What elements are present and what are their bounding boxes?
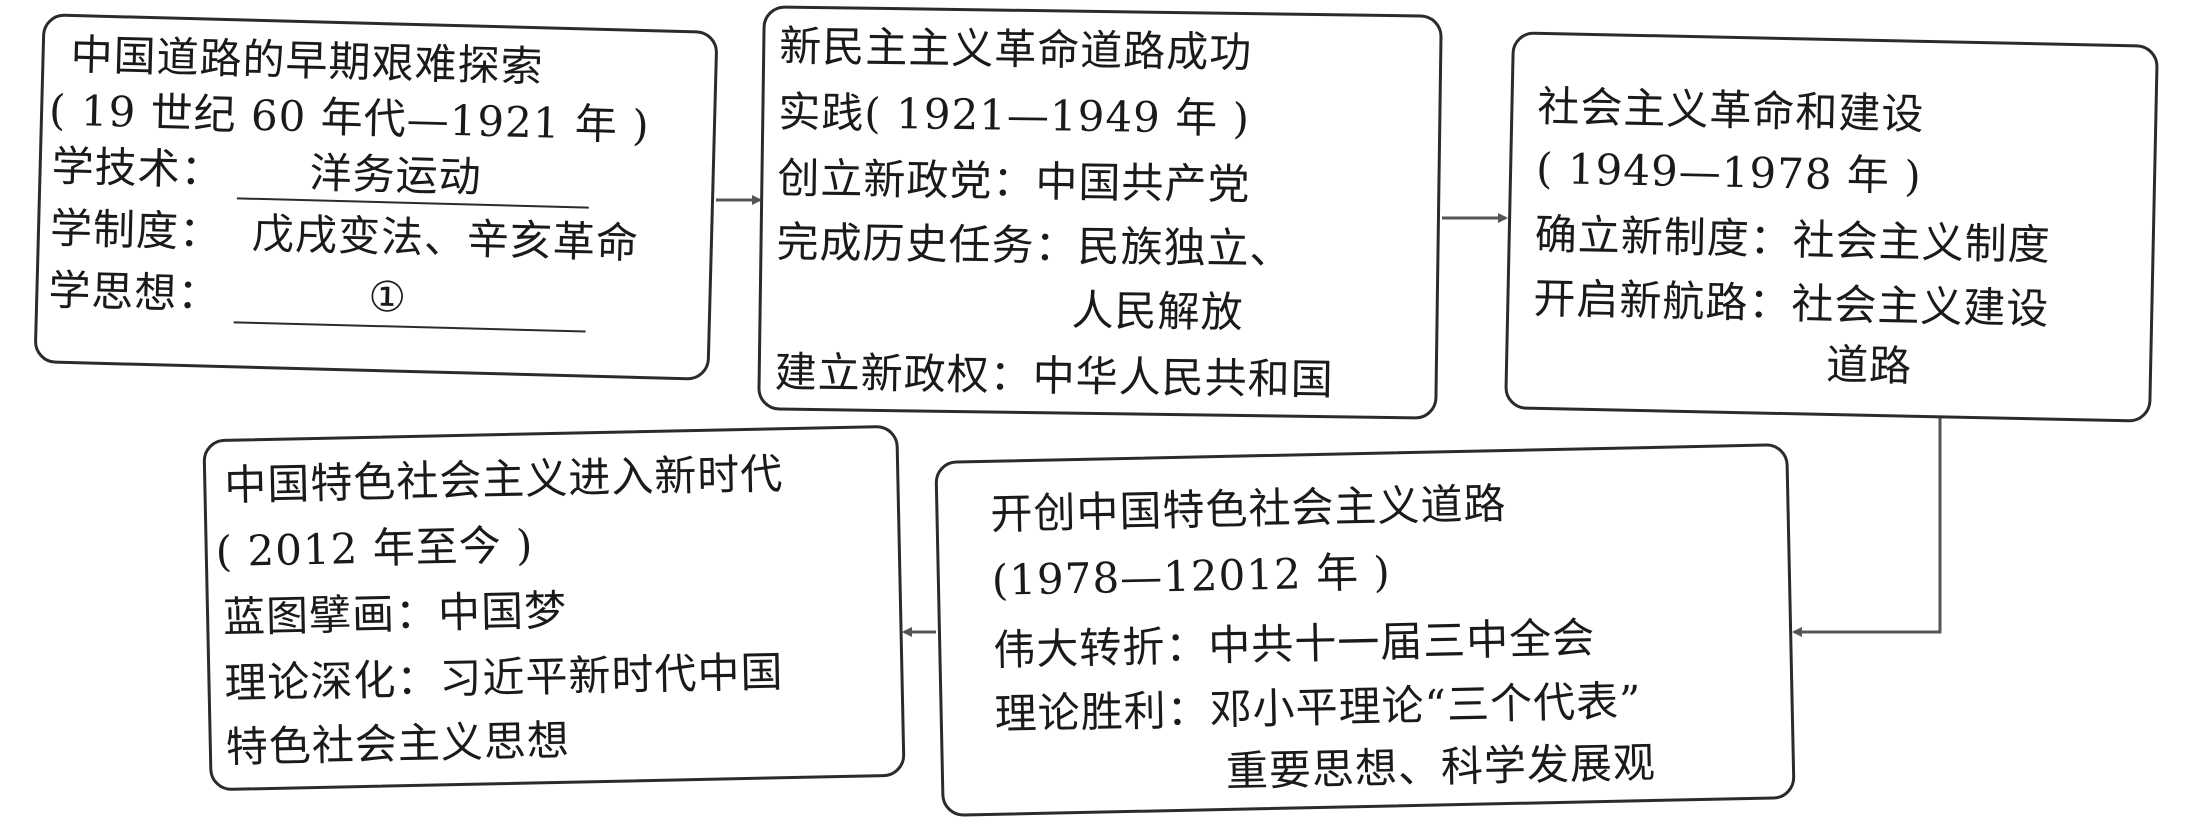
box1-blank-marker: ① xyxy=(367,271,408,322)
box3-title: 社会主义革命和建设 xyxy=(1536,81,1925,139)
box1-title: 中国道路的早期艰难探索 xyxy=(69,29,545,92)
box4-title: 中国特色社会主义进入新时代 xyxy=(223,449,784,510)
box5-title: 开创中国特色社会主义道路 xyxy=(989,479,1507,539)
box2-line3: 建立新政权：中华人民共和国 xyxy=(774,347,1335,405)
stage-box-new-era: 中国特色社会主义进入新时代 ( 2012 年至今 ) 蓝图擘画：中国梦 理论深化… xyxy=(202,424,906,792)
box3-line2a: 开启新航路：社会主义建设 xyxy=(1532,273,2050,334)
box4-line1: 蓝图擘画：中国梦 xyxy=(222,585,568,642)
box1-line3-label: 学思想： xyxy=(47,265,222,319)
box1-line1-value: 洋务运动 xyxy=(308,148,483,202)
box4-period: ( 2012 年至今 ) xyxy=(215,520,534,577)
box5-line1: 伟大转折：中共十一届三中全会 xyxy=(992,613,1596,675)
stage-box-new-democratic-revolution: 新民主主义革命道路成功 实践( 1921—1949 年 ) 创立新政党：中国共产… xyxy=(757,5,1443,420)
box2-line2b: 人民解放 xyxy=(1071,285,1244,338)
box5-period: (1978—12012 年 ) xyxy=(991,547,1392,605)
box1-line1-label: 学技术： xyxy=(51,141,225,195)
box4-line2b: 特色社会主义思想 xyxy=(225,715,571,772)
arrow-3-to-5 xyxy=(1792,418,1942,637)
box1-line2-value: 戊戌变法、辛亥革命 xyxy=(251,208,640,268)
box3-period: ( 1949—1978 年 ) xyxy=(1535,143,1923,201)
box3-line1: 确立新制度：社会主义制度 xyxy=(1534,209,2052,270)
box1-line3-underline xyxy=(233,321,586,333)
box5-line2a: 理论胜利：邓小平理论“三个代表” xyxy=(994,676,1643,739)
box2-line1: 创立新政党：中国共产党 xyxy=(777,153,1251,210)
box2-title: 新民主主义革命道路成功 xyxy=(778,21,1253,78)
box1-line2-label: 学制度： xyxy=(49,203,223,257)
stage-box-early-exploration: 中国道路的早期艰难探索 ( 19 世纪 60 年代—1921 年 ) 学技术： … xyxy=(33,13,719,381)
stage-box-socialist-construction: 社会主义革命和建设 ( 1949—1978 年 ) 确立新制度：社会主义制度 开… xyxy=(1504,31,2159,423)
box2-line2a: 完成历史任务：民族独立、 xyxy=(776,217,1293,274)
box5-line2b: 重要思想、科学发展观 xyxy=(1225,737,1657,796)
box2-period: 实践( 1921—1949 年 ) xyxy=(778,87,1251,144)
box1-period: ( 19 世纪 60 年代—1921 年 ) xyxy=(48,85,651,151)
box3-line2b: 道路 xyxy=(1825,339,1913,391)
box4-line2a: 理论深化：习近平新时代中国 xyxy=(223,647,784,708)
stage-box-chinese-socialism-path: 开创中国特色社会主义道路 (1978—12012 年 ) 伟大转折：中共十一届三… xyxy=(934,443,1796,817)
